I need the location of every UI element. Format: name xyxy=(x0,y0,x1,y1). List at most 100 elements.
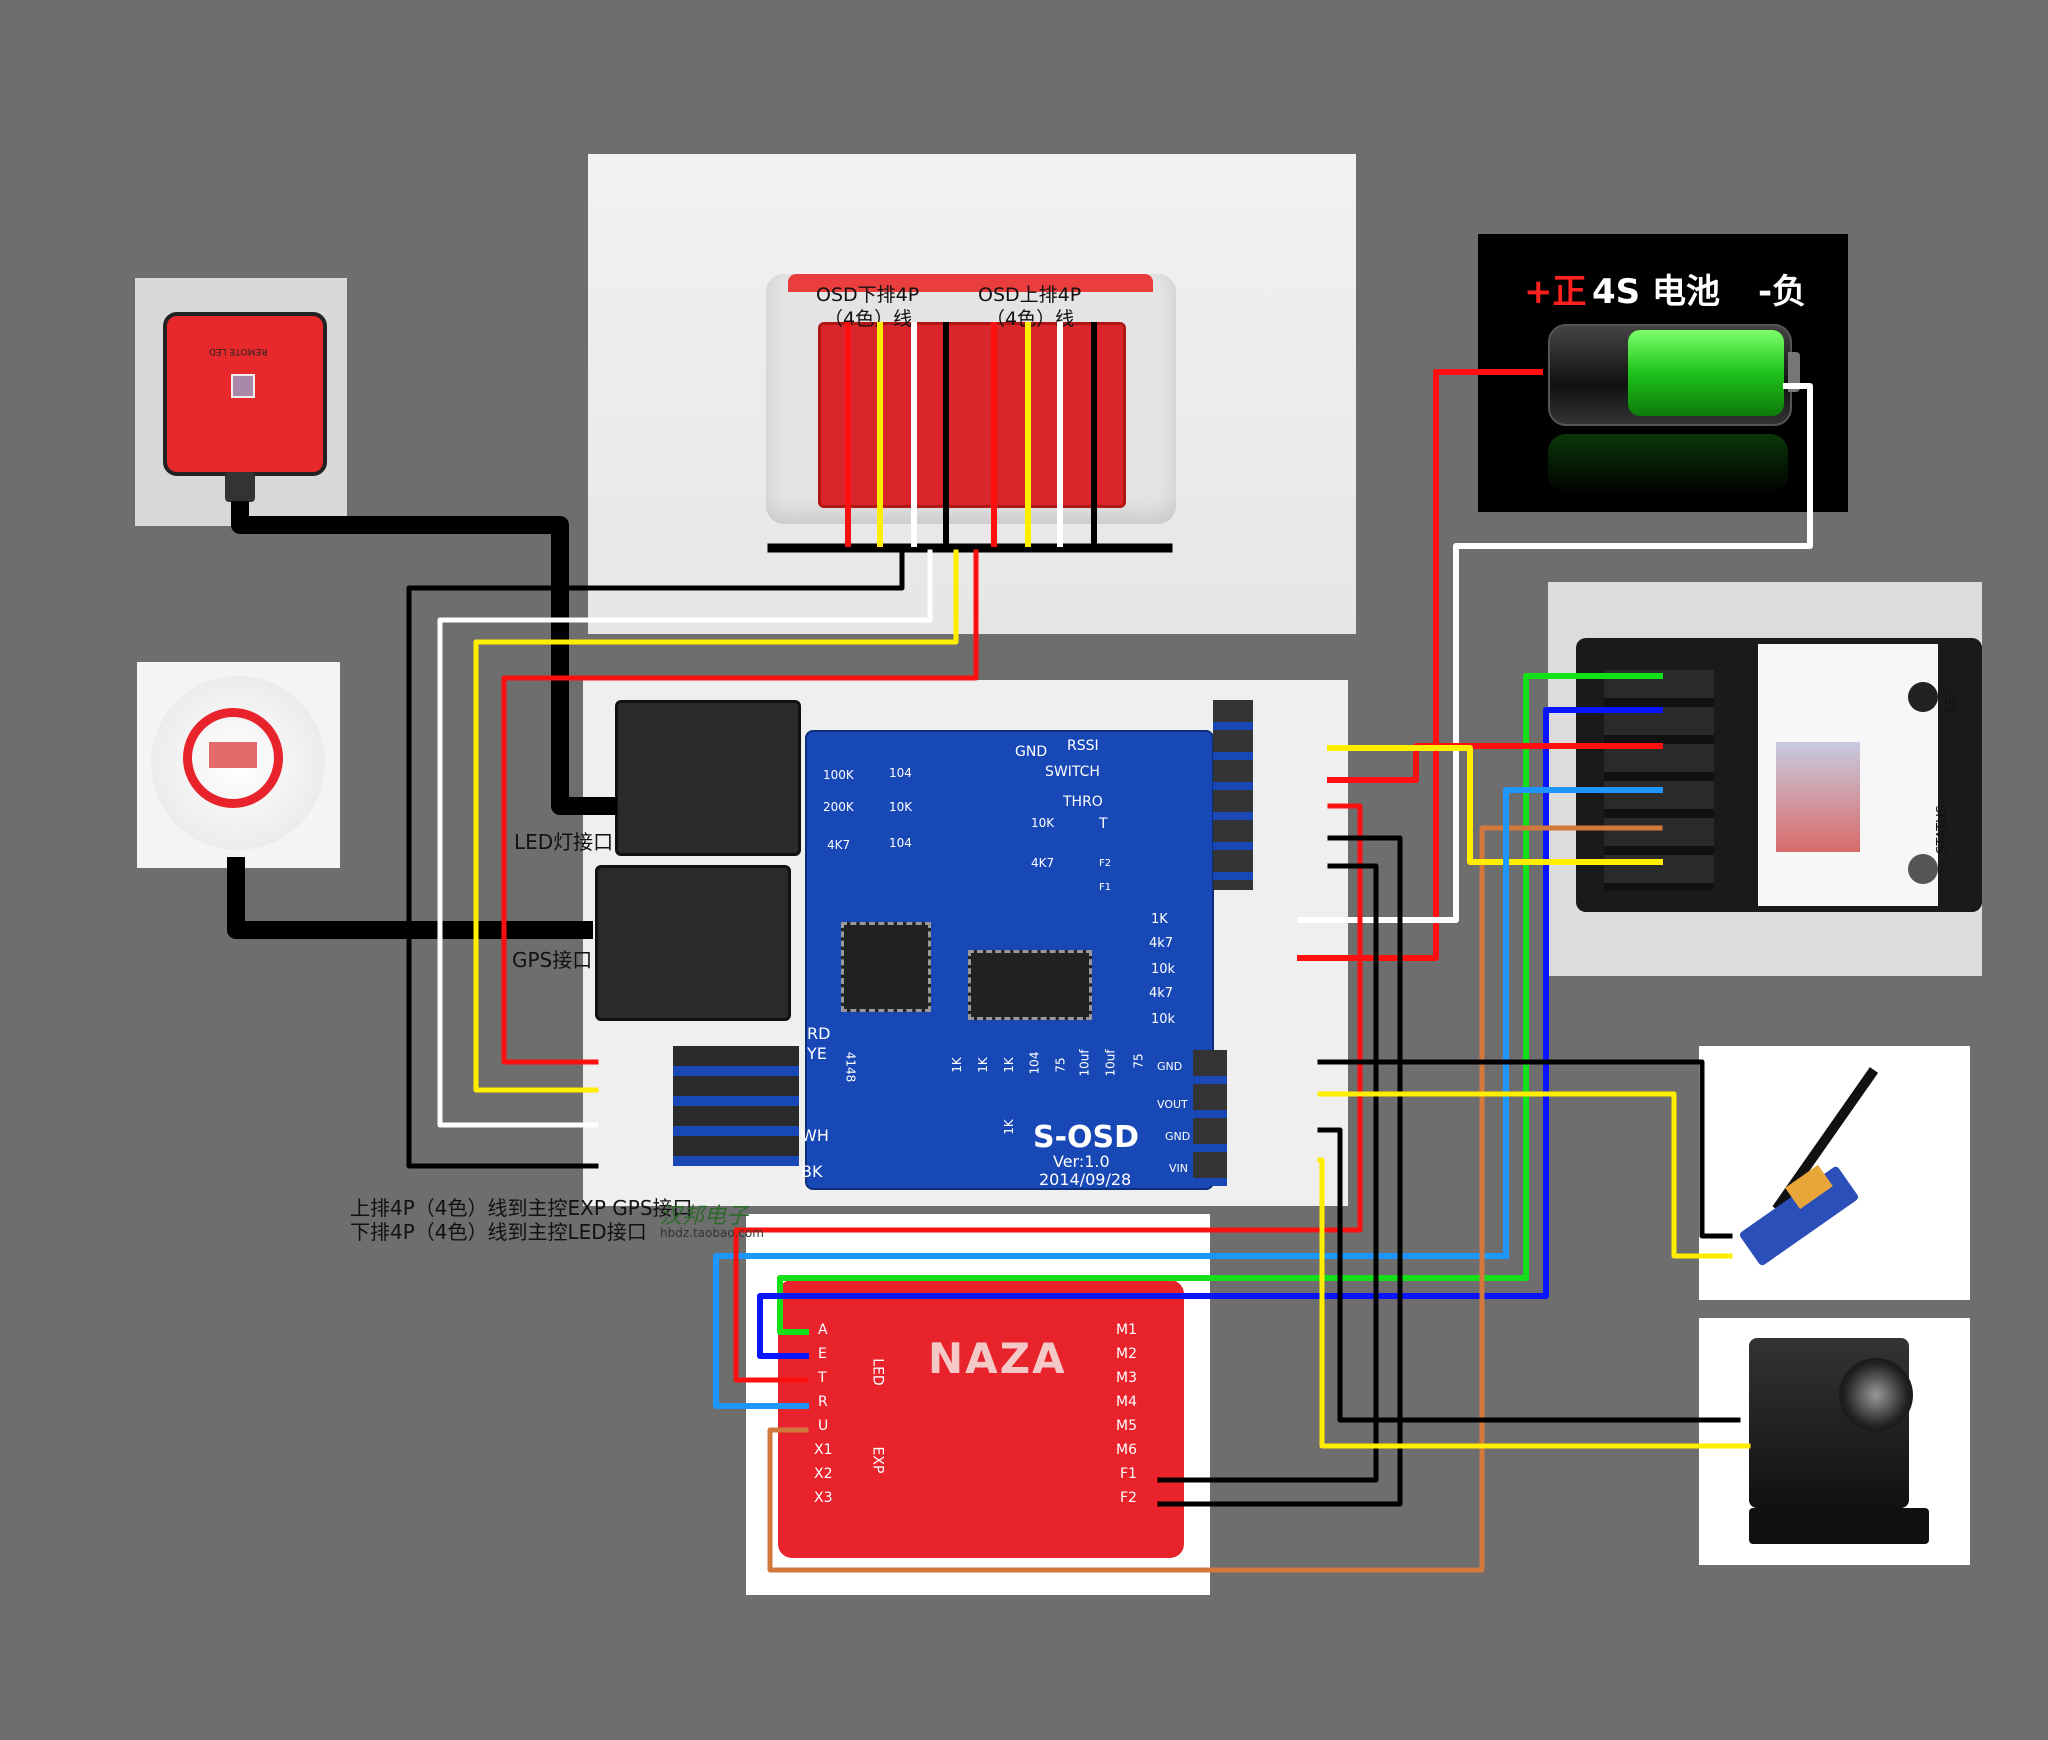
battery-minus-label: -负 xyxy=(1758,272,1807,312)
naza-pin-m1: M1 xyxy=(1116,1322,1137,1338)
naza-pin-f1: F1 xyxy=(1120,1466,1137,1482)
osd-res-100k: 100K xyxy=(823,768,854,782)
naza-pin-e: E xyxy=(818,1346,827,1362)
osd-title: S-OSD xyxy=(1033,1120,1140,1155)
osd-res-4k7-b: 4K7 xyxy=(1031,856,1055,870)
osd-mcu-chip xyxy=(841,922,931,1012)
wire-osd-yellow-cam xyxy=(1317,1157,1751,1449)
osd-version: Ver:1.0 xyxy=(1053,1152,1110,1171)
naza-pin-a: A xyxy=(818,1322,828,1338)
wire-osd-red-naza xyxy=(733,803,1363,1383)
osd-right-10k-a: 10k xyxy=(1151,962,1176,977)
osd-video-chip xyxy=(968,950,1092,1020)
osd-side-ye: YE xyxy=(807,1044,827,1063)
connector-socket xyxy=(818,322,1126,508)
receiver-pin-rows xyxy=(1604,670,1714,890)
osd-right-vin: VIN xyxy=(1169,1162,1188,1175)
osd-connector-gps xyxy=(595,865,791,1021)
osd-pin-header-right-top xyxy=(1213,700,1253,890)
battery-charge-level xyxy=(1628,330,1784,416)
wire-osd-white xyxy=(437,549,933,1128)
receiver-logo-blur xyxy=(1776,742,1860,852)
battery-plus-label: +正 xyxy=(1524,272,1587,312)
gps-logo-blur xyxy=(209,742,257,768)
osd-right-gnd-a: GND xyxy=(1157,1060,1183,1073)
gps-ring xyxy=(183,708,283,808)
osd-board-panel: S-OSD Ver:1.0 2014/09/28 GND RSSI SWITCH… xyxy=(583,680,1348,1206)
naza-pin-f2: F2 xyxy=(1120,1490,1137,1506)
osd-side-wh: WH xyxy=(801,1126,829,1145)
osd-res-104-b: 104 xyxy=(889,836,912,850)
osd-res-200k: 200K xyxy=(823,800,854,814)
receiver-status-led xyxy=(1908,854,1938,884)
osd-res-4k7: 4K7 xyxy=(827,838,851,852)
osd-side-rd: RD xyxy=(807,1024,831,1043)
osd-res-104-a: 104 xyxy=(889,766,912,780)
naza-pin-m2: M2 xyxy=(1116,1346,1137,1362)
osd-side-bk: BK xyxy=(801,1162,823,1181)
osd-right-4k7-b: 4k7 xyxy=(1149,986,1174,1001)
note-line-1: 上排4P（4色）线到主控EXP GPS接口 xyxy=(350,1196,693,1220)
osd-right-vout: VOUT xyxy=(1157,1098,1188,1111)
osd-pin-f1: F1 xyxy=(1099,882,1112,893)
led-icon xyxy=(231,374,255,398)
wire-rx-green xyxy=(777,673,1663,1335)
wire-rx-orange xyxy=(767,825,1663,1573)
naza-pin-m6: M6 xyxy=(1116,1442,1137,1458)
watermark-url: hbdz.taobao.com xyxy=(660,1226,764,1240)
note-line-2: 下排4P（4色）线到主控LED接口 xyxy=(350,1220,647,1244)
wire-osd-black-cam xyxy=(1317,1127,1741,1423)
naza-pin-x1: X1 xyxy=(814,1442,833,1458)
osd-pin-rssi: RSSI xyxy=(1067,738,1099,754)
wire-rx-yellow xyxy=(1327,745,1663,865)
vtx-panel xyxy=(1699,1046,1970,1300)
wire-rx-lightblue xyxy=(713,787,1663,1409)
connector-top-band xyxy=(788,274,1153,292)
naza-pin-m5: M5 xyxy=(1116,1418,1137,1434)
naza-title: NAZA xyxy=(928,1334,1067,1383)
naza-body xyxy=(778,1280,1184,1558)
watermark: 汉邦电子 xyxy=(660,1204,749,1229)
led-port-label: LED灯接口 xyxy=(514,830,614,854)
battery-name-label: 4S 电池 xyxy=(1592,272,1720,312)
wire-osd-black-f1 xyxy=(1157,835,1403,1507)
camera-lens xyxy=(1839,1358,1913,1432)
osd-pin-t: T xyxy=(1099,816,1108,832)
osd-date: 2014/09/28 xyxy=(1039,1170,1132,1189)
wire-osd-black-f2 xyxy=(1157,863,1379,1483)
naza-pin-r: R xyxy=(818,1394,828,1410)
naza-pin-m3: M3 xyxy=(1116,1370,1137,1386)
osd-pin-header-left xyxy=(673,1046,799,1166)
receiver-set-button[interactable] xyxy=(1908,682,1938,712)
naza-pin-x2: X2 xyxy=(814,1466,833,1482)
wire-osd-yellow xyxy=(473,549,959,1093)
osd-pin-f2: F2 xyxy=(1099,858,1112,869)
connector-label-left-1: OSD下排4P xyxy=(816,284,920,306)
gps-panel xyxy=(137,662,340,868)
osd-pin-header-right-bottom xyxy=(1193,1050,1227,1186)
osd-right-10k-b: 10k xyxy=(1151,1012,1176,1027)
wire-battery-white xyxy=(1297,383,1813,923)
led-module-cable xyxy=(225,472,255,502)
led-module-panel: REMOTE LED xyxy=(135,278,347,526)
gps-port-label: GPS接口 xyxy=(512,948,593,972)
osd-right-gnd-b: GND xyxy=(1165,1130,1191,1143)
naza-pin-u: U xyxy=(818,1418,829,1434)
wire-battery-red xyxy=(1297,369,1543,961)
naza-pin-x3: X3 xyxy=(814,1490,833,1506)
connector-panel: OSD下排4P （4色）线 OSD上排4P （4色）线 xyxy=(588,154,1356,634)
wire-rx-red xyxy=(1327,743,1663,783)
receiver-panel: SET STATUS xyxy=(1548,582,1982,976)
osd-pin-switch: SWITCH xyxy=(1045,764,1100,780)
connector-label-right-1: OSD上排4P xyxy=(978,284,1082,306)
naza-pin-t: T xyxy=(818,1370,827,1386)
wire-osd-black xyxy=(406,549,905,1169)
battery-terminal xyxy=(1788,352,1800,392)
wire-osd-yellow-vtx xyxy=(1317,1091,1733,1259)
wire-gps-cable xyxy=(227,857,593,939)
battery-panel: +正 4S 电池 -负 xyxy=(1478,234,1848,512)
battery-reflection xyxy=(1548,434,1788,494)
osd-pin-gnd: GND xyxy=(1015,744,1048,760)
osd-right-1k: 1K xyxy=(1151,912,1168,927)
